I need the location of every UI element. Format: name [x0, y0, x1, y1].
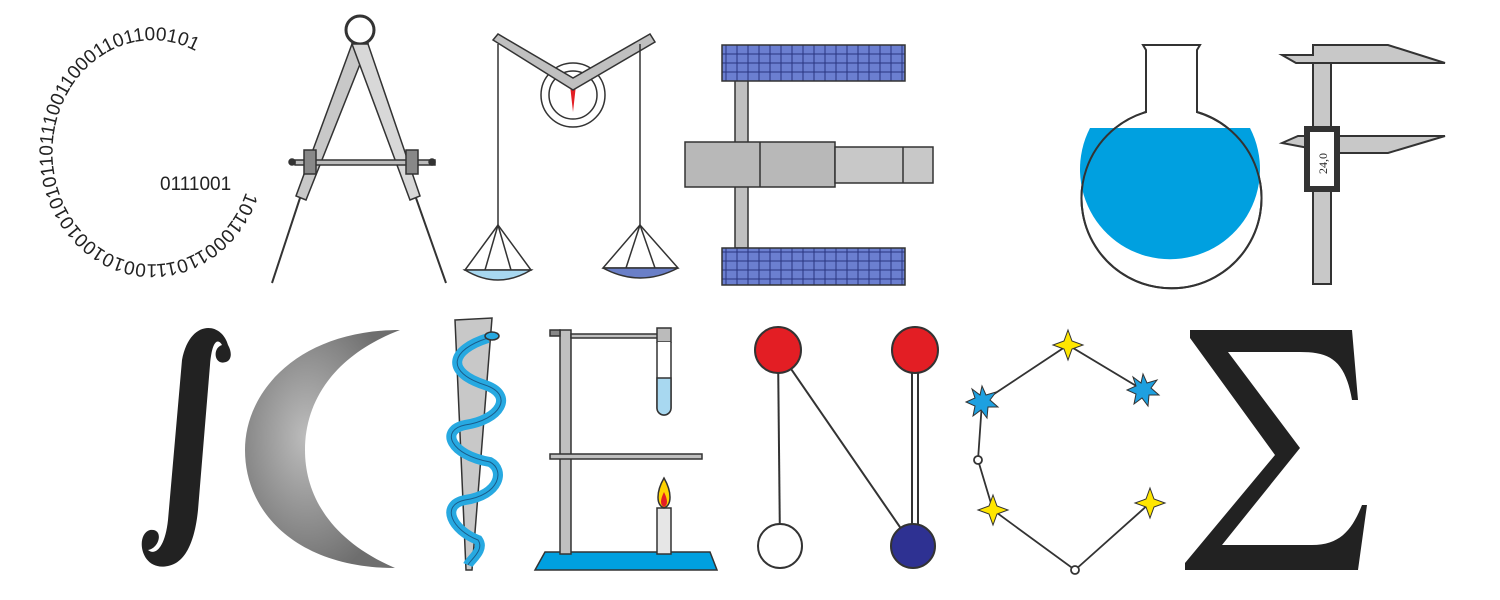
letter-e-satellite: [684, 44, 934, 286]
letter-f-caliper: 24,0: [1278, 44, 1446, 285]
caliper-reading: 24,0: [1316, 153, 1330, 174]
binary-arc-text: 1011000110111001010010101011011100110001…: [36, 24, 261, 280]
letter-c-constellation: [964, 328, 1167, 575]
letter-e-sigma: [1185, 330, 1367, 570]
letter-g-binary: 1011000110111001010010101011011100110001…: [36, 24, 261, 280]
letter-a-compass: [271, 14, 447, 284]
letter-o-flask: [1080, 44, 1263, 290]
letter-s-integral: [141, 327, 231, 567]
binary-inner-text: 0111001: [160, 174, 231, 195]
letter-c-moon-crescent: [245, 330, 400, 568]
letter-n-molecule: [754, 326, 939, 569]
star-icon: [964, 328, 1167, 527]
letter-m-balance-scale: [462, 32, 680, 281]
letter-i-rod-of-asclepius: [446, 317, 506, 571]
letter-e-lab-stand: [533, 327, 719, 571]
